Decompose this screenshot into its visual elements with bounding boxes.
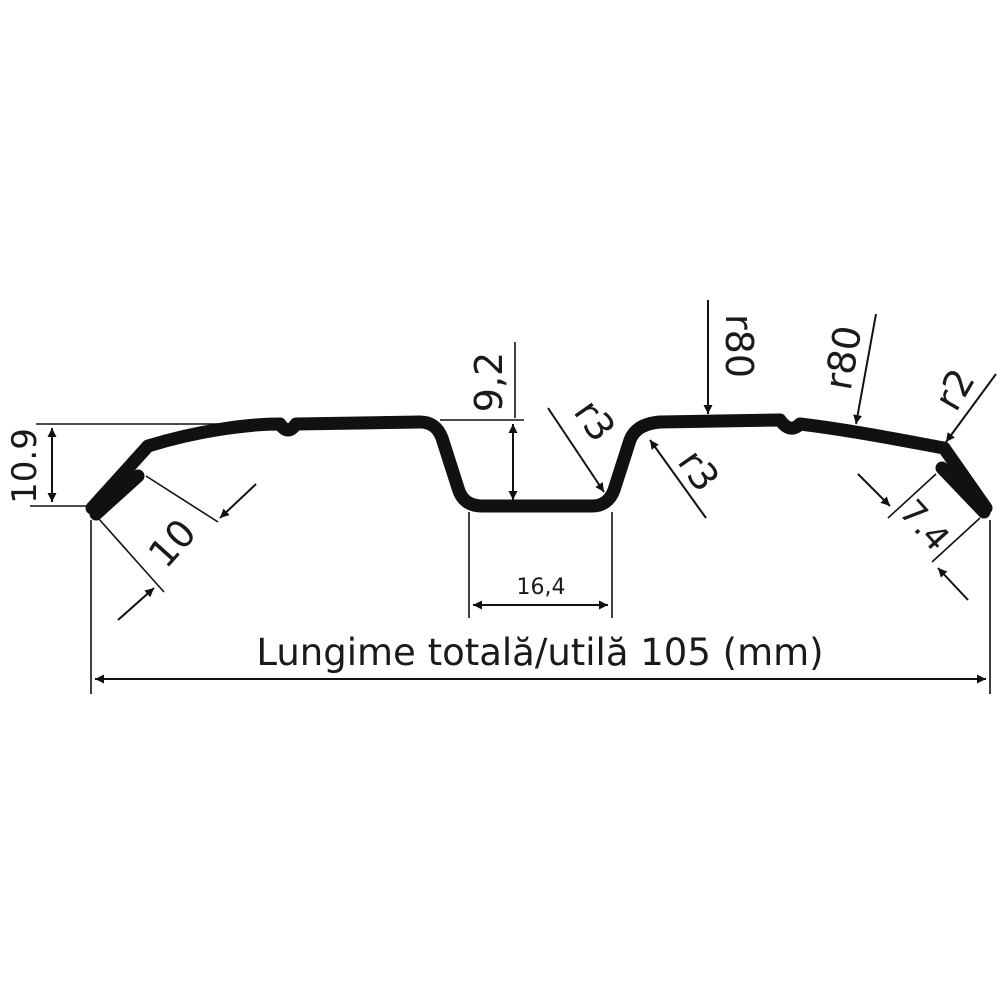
ext-line-lip-b [145, 475, 219, 523]
label-radius-rib-right: r3 [669, 442, 728, 500]
dimension-radius-slope: r80 [816, 313, 877, 425]
ext-line-lip-right-a [887, 473, 937, 519]
profile-outline [85, 413, 993, 515]
dimension-radius-top: r80 [703, 300, 761, 414]
leader-radius-rib-left [547, 407, 605, 493]
arrow-lip-right-a [857, 473, 891, 507]
dimension-radius-edge: r2 [926, 361, 997, 443]
dimension-rib-depth: 9,2 [440, 342, 524, 500]
leader-radius-edge [945, 373, 997, 443]
dimension-radius-rib-right: r3 [649, 439, 728, 519]
leader-radius-rib-right [649, 439, 707, 519]
ext-line-lip-right-b [931, 517, 981, 563]
ext-line-lip-a [97, 517, 165, 593]
label-radius-edge: r2 [926, 361, 984, 417]
arrow-lip-left-a [117, 587, 155, 621]
panel-profile [85, 413, 993, 521]
left-hem [89, 469, 145, 521]
label-rib-depth: 9,2 [467, 352, 511, 412]
arrow-lip-right-b [937, 567, 969, 601]
label-radius-slope: r80 [816, 322, 870, 393]
label-rib-width: 16,4 [517, 575, 566, 600]
dimension-rib-width: 16,4 [468, 512, 613, 618]
arrow-lip-left-b [219, 483, 257, 519]
label-lip-left: 10 [140, 511, 205, 576]
label-total-length: Lungime totală/utilă 105 (mm) [256, 631, 823, 674]
label-height-left: 10.9 [5, 428, 45, 504]
dimension-total-length: Lungime totală/utilă 105 (mm) [90, 520, 991, 694]
dimension-height-left: 10.9 [5, 423, 278, 507]
leader-radius-slope [853, 313, 877, 425]
right-hem [935, 461, 991, 519]
label-radius-top: r80 [717, 314, 761, 378]
label-radius-rib-left: r3 [565, 392, 624, 450]
